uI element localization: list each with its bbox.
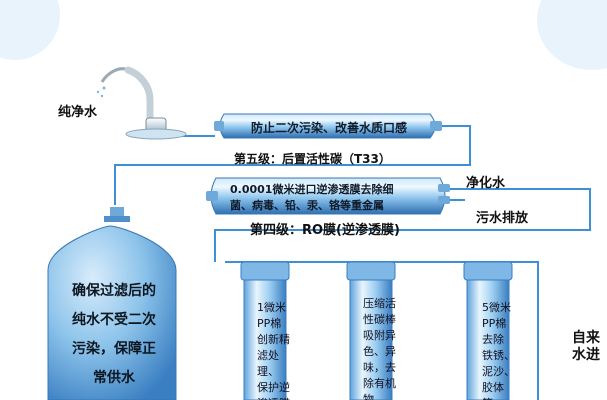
pipes [114, 125, 591, 400]
cartridge-2-text: 压缩活 性碳棒 吸附异 色、异 味，去 除有机 物 [363, 297, 396, 400]
purified-water-label: 净化水 [466, 176, 506, 191]
stage4-filter [206, 177, 450, 215]
stage4-label: 第四级：RO膜(逆渗透膜) [250, 223, 400, 238]
storage-tank [47, 207, 177, 400]
stage5-filter [214, 113, 442, 139]
stage5-filter-text: 防止二次污染、改善水质口感 [251, 121, 408, 135]
cartridge-2 [346, 261, 396, 400]
cartridge-1 [240, 261, 290, 400]
inlet-label: 自来 水进 [572, 330, 600, 363]
faucet-icon [96, 66, 187, 140]
stage4-filter-text-line2: 菌、病毒、铅、汞、铬等重金属 [230, 199, 384, 212]
cartridge-3-text: 5微米 PP棉 去除 铁锈、 泥沙、 胶体 等 [482, 301, 515, 400]
cartridge-3 [463, 261, 513, 400]
tank-text: 确保过滤后的 纯水不受二次 污染，保障正 常供水 [72, 283, 156, 386]
pipe-cartridge-row [225, 261, 539, 400]
stage5-label: 第五级：后置活性碳（T33） [234, 152, 391, 166]
stage4-filter-text-line1: 0.0001微米进口逆渗透膜去除细 [230, 183, 394, 196]
pipe-stage5-loop [114, 125, 471, 205]
waste-water-label: 污水排放 [476, 211, 529, 226]
faucet-label: 纯净水 [58, 105, 98, 120]
cartridge-1-text: 1微米 PP棉 创新精 滤处理、 保护逆 渗透膜 [257, 301, 290, 400]
pipe-stage4-purified [214, 188, 591, 250]
